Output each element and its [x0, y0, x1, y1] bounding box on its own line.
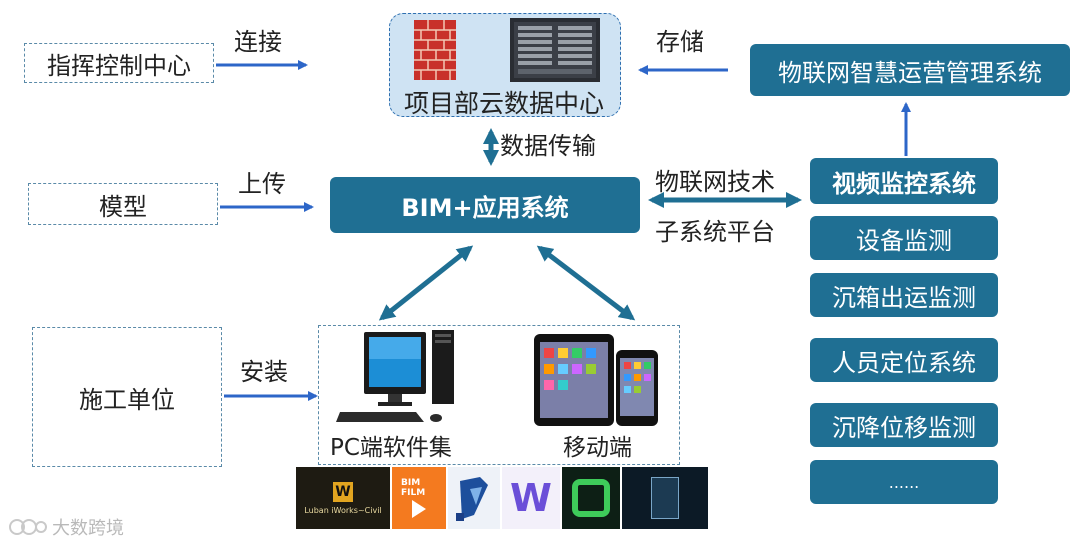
- model-box: 模型: [28, 183, 218, 225]
- subsystem-video-monitoring-label: 视频监控系统: [832, 169, 976, 198]
- construction-unit-box: 施工单位: [32, 327, 222, 467]
- luban-iworks-label: Luban iWorks~Civil: [304, 505, 382, 515]
- server-rack-icon: [510, 18, 600, 82]
- iot-tech-label: 物联网技术: [655, 168, 775, 196]
- subsystem-settlement-monitoring: 沉降位移监测: [810, 403, 998, 447]
- subsystem-equipment-monitoring: 设备监测: [810, 216, 998, 260]
- bim-application-system: BIM+应用系统: [330, 177, 640, 233]
- tablet-icon: [534, 334, 614, 426]
- subsystem-video-monitoring: 视频监控系统: [810, 158, 998, 204]
- model-label: 模型: [99, 192, 147, 221]
- arrow-bim-pc: [378, 245, 474, 321]
- iot-subsystem-platform-label: 子系统平台: [655, 218, 775, 246]
- subsystem-personnel-positioning: 人员定位系统: [810, 338, 998, 382]
- iot-management-label: 物联网智慧运营管理系统: [778, 58, 1042, 87]
- subsystem-caisson-monitoring-label: 沉箱出运监测: [832, 283, 976, 312]
- command-center-label: 指挥控制中心: [47, 51, 191, 80]
- mobile-label: 移动端: [563, 435, 632, 461]
- software-logo-strip: W Luban iWorks~Civil BIM FILM W: [296, 467, 712, 529]
- smartphone-icon: [616, 350, 658, 426]
- subsystem-settlement-monitoring-label: 沉降位移监测: [832, 413, 976, 442]
- connect-label: 连接: [234, 28, 282, 56]
- bimfilm-logo: BIM FILM: [392, 467, 446, 529]
- q-logo: [562, 467, 620, 529]
- terminals-box: [318, 325, 680, 465]
- watermark: 大数跨境: [8, 514, 124, 540]
- subsystem-caisson-monitoring: 沉箱出运监测: [810, 273, 998, 317]
- luban-iworks-logo: W Luban iWorks~Civil: [296, 467, 390, 529]
- watermark-logo-icon: [9, 519, 47, 535]
- construction-unit-label: 施工单位: [79, 385, 175, 414]
- desktop-pc-icon: [336, 330, 454, 422]
- cloud-data-center: 项目部云数据中心: [389, 13, 621, 118]
- subsystem-more-label: ......: [888, 472, 920, 492]
- command-center-box: 指挥控制中心: [24, 43, 214, 83]
- firewall-icon: [414, 20, 456, 80]
- subsystem-equipment-monitoring-label: 设备监测: [856, 226, 952, 255]
- arrow-bim-mobile: [536, 245, 636, 321]
- cloud-data-center-label: 项目部云数据中心: [404, 89, 605, 118]
- upload-label: 上传: [238, 170, 286, 198]
- pc-software-label: PC端软件集: [330, 435, 452, 461]
- w-logo: W: [502, 467, 560, 529]
- subsystem-personnel-positioning-label: 人员定位系统: [832, 348, 976, 377]
- watermark-text: 大数跨境: [52, 518, 124, 539]
- store-label: 存储: [656, 28, 704, 56]
- data-transfer-label: 数据传输: [500, 132, 596, 160]
- revit-icon: [456, 477, 488, 521]
- revit-logo: [448, 467, 500, 529]
- lumion-logo: [622, 467, 708, 529]
- iot-management-system: 物联网智慧运营管理系统: [750, 44, 1070, 96]
- install-label: 安装: [240, 358, 288, 386]
- bim-application-label: BIM+应用系统: [401, 193, 569, 222]
- subsystem-more: ......: [810, 460, 998, 504]
- bimfilm-label: BIM FILM: [401, 478, 426, 498]
